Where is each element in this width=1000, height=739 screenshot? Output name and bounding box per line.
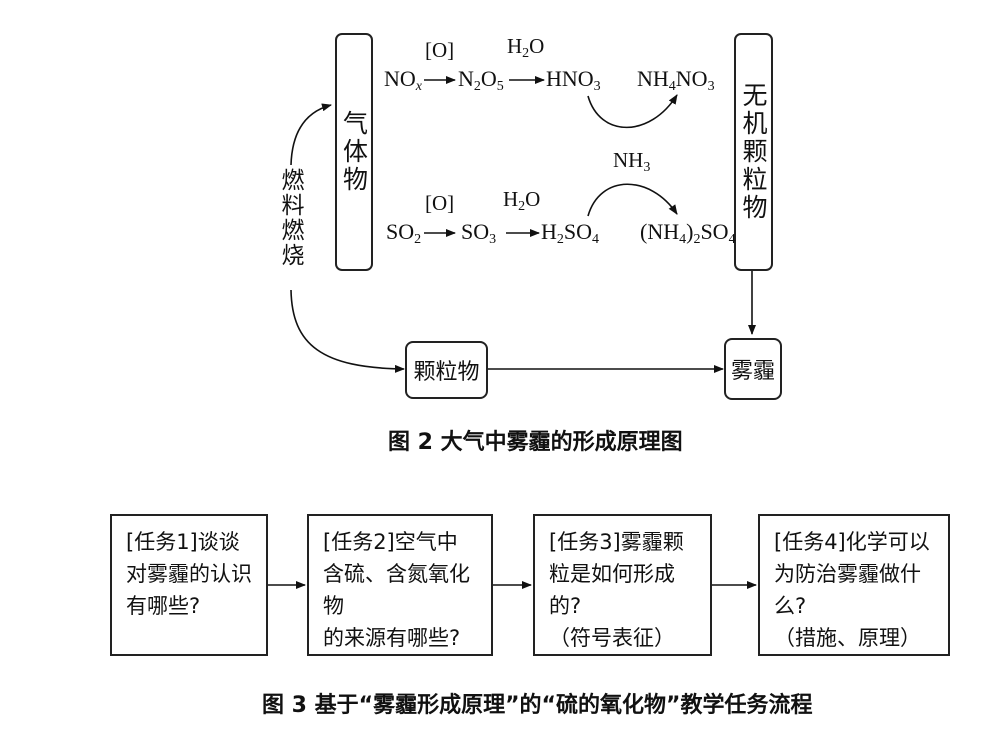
figure3-caption: 图 3 基于“雾霾形成原理”的“硫的氧化物”教学任务流程 xyxy=(262,693,813,718)
task-4-text: [任务4]化学可以 为防治雾霾做什么? （措施、原理） xyxy=(774,530,930,650)
task-box-2: [任务2]空气中 含硫、含氮氧化物 的来源有哪些? xyxy=(307,514,493,656)
oxidant-label-row1: [O] xyxy=(425,38,455,62)
water-label-row1: H2O xyxy=(507,34,545,61)
inorganic-particle-box: 无机颗粒物 xyxy=(734,33,773,271)
curve-fuel-to-particle xyxy=(290,289,405,373)
haze-box-label: 雾霾 xyxy=(730,359,775,384)
species-h2so4: H2SO4 xyxy=(541,219,600,247)
task-3-text: [任务3]雾霾颗 粒是如何形成的? （符号表征） xyxy=(549,530,684,650)
fuel-combustion-label: 燃料燃烧 xyxy=(277,168,303,268)
haze-box: 雾霾 xyxy=(724,338,782,400)
figure2-caption: 图 2 大气中雾霾的形成原理图 xyxy=(388,430,683,455)
task-1-text: [任务1]谈谈 对雾霾的认识 有哪些? xyxy=(126,530,252,618)
species-hno3: HNO3 xyxy=(546,66,601,94)
species-nox: NOx xyxy=(384,66,422,94)
task-box-3: [任务3]雾霾颗 粒是如何形成的? （符号表征） xyxy=(533,514,712,656)
curve-fuel-to-gas xyxy=(290,103,332,166)
task-box-1: [任务1]谈谈 对雾霾的认识 有哪些? xyxy=(110,514,268,656)
species-so2: SO2 xyxy=(386,219,422,247)
task-box-4: [任务4]化学可以 为防治雾霾做什么? （措施、原理） xyxy=(758,514,950,656)
species-n2o5: N2O5 xyxy=(458,66,504,94)
species-so3: SO3 xyxy=(461,219,497,247)
water-label-row2: H2O xyxy=(503,187,541,214)
gas-box-label: 气体物 xyxy=(339,110,369,194)
species-nh4no3: NH4NO3 xyxy=(637,66,715,94)
curve-hno3-nh4no3 xyxy=(587,94,678,129)
oxidant-label-row2: [O] xyxy=(425,191,455,215)
inorganic-box-label: 无机颗粒物 xyxy=(739,82,768,222)
gas-box: 气体物 xyxy=(335,33,373,271)
curve-h2so4-nh4so4 xyxy=(587,183,678,217)
particle-box-label: 颗粒物 xyxy=(413,360,480,385)
particle-box: 颗粒物 xyxy=(405,341,488,399)
task-2-text: [任务2]空气中 含硫、含氮氧化物 的来源有哪些? xyxy=(323,530,470,650)
species-nh4-2so4: (NH4)2SO4 xyxy=(640,219,736,247)
ammonia-label: NH3 xyxy=(613,148,651,175)
